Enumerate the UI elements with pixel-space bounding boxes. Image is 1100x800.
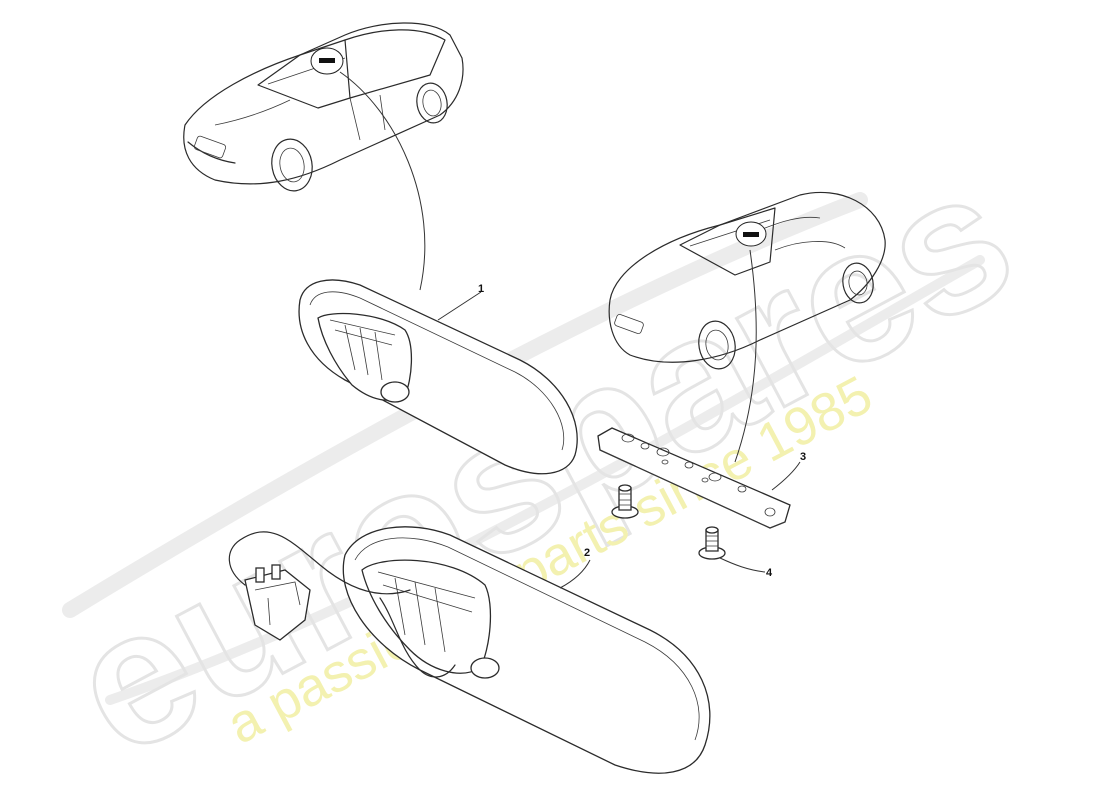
leader-roadster-to-bracket: [734, 249, 757, 463]
screw: [611, 484, 639, 519]
wiring-harness: [228, 531, 411, 595]
rear-view-mirror-with-wiring: [228, 526, 711, 774]
callout-3: 3: [800, 451, 806, 463]
leader-coupe-to-mirror: [339, 71, 426, 291]
car-coupe-view: [183, 22, 464, 192]
connector-plug: [244, 564, 311, 641]
car-roadster-view: [608, 191, 886, 370]
leader-2: [559, 559, 591, 589]
leader-1: [437, 291, 482, 321]
screw: [698, 526, 726, 560]
callout-2: 2: [584, 547, 590, 559]
callout-4: 4: [766, 567, 773, 579]
leader-3: [771, 461, 801, 491]
watermark-swoosh-lower: [105, 255, 985, 705]
mounting-bracket: [597, 427, 791, 529]
leader-4: [719, 557, 766, 573]
rear-view-mirror: [298, 279, 578, 475]
callout-1: 1: [478, 283, 484, 295]
